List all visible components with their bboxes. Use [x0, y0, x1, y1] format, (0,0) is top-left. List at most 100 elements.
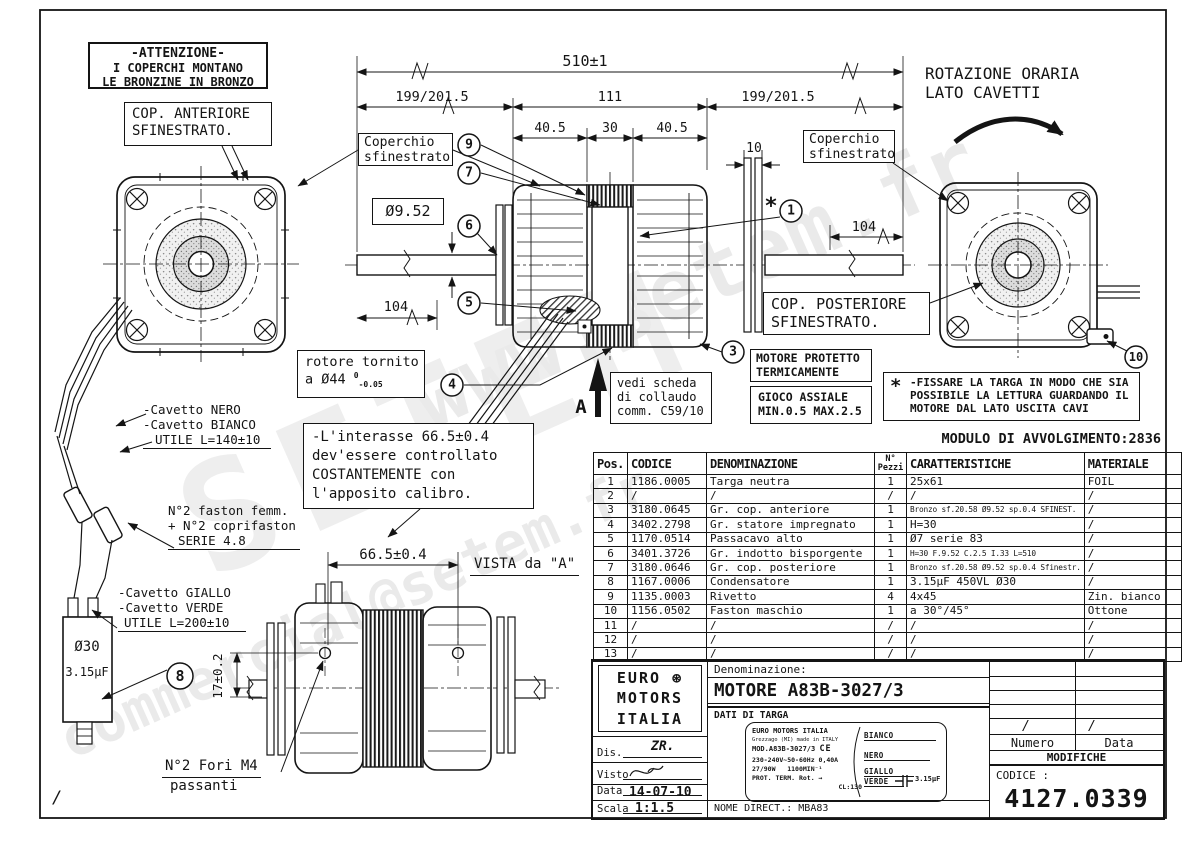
- cop-posteriore-box: COP. POSTERIORE SFINESTRATO.: [763, 292, 930, 335]
- modifiche-slash-1: /: [1022, 719, 1030, 734]
- protetto-line1: MOTORE PROTETTO: [756, 351, 860, 365]
- bottom-view-motor: [240, 581, 560, 774]
- scala-underline: [623, 813, 702, 814]
- dim-104-left: 104: [384, 299, 408, 315]
- fissare-targa-box: * -FISSARE LA TARGA IN MODO CHE SIA POSS…: [883, 372, 1140, 421]
- vedi-line1: vedi scheda: [617, 376, 697, 390]
- cop-anteriore-box: COP. ANTERIORE SFINESTRATO.: [124, 102, 272, 146]
- wire-nero-label: NERO: [864, 751, 930, 761]
- coperchio-left-line1: Coperchio: [364, 135, 435, 150]
- fori-line2: passanti: [170, 777, 238, 794]
- targa-asterisk: *: [764, 194, 777, 219]
- modifiche-slash-2: /: [1088, 719, 1096, 734]
- logo-line2: MOTORS: [616, 689, 684, 708]
- gioco-assiale-box: GIOCO ASSIALE MIN.0.5 MAX.2.5: [750, 386, 872, 424]
- denominazione-cell: Denominazione: MOTORE A83B-3027/3: [708, 661, 990, 708]
- attenzione-title: -ATTENZIONE-: [131, 46, 225, 61]
- dimensions: 510±1 199/201.5 111 199/201.5 40.5 30 40…: [210, 52, 904, 699]
- gioco-line2: MIN.0.5 MAX.2.5: [758, 403, 862, 418]
- cop-anteriore-line2: SFINESTRATO.: [132, 122, 234, 139]
- col-codice: CODICE: [627, 452, 707, 475]
- interasse-note-box: -L'interasse 66.5±0.4 dev'essere control…: [303, 423, 534, 509]
- cavetto-nero-label: -Cavetto NERO -Cavetto BIANCO UTILE L=14…: [143, 402, 271, 449]
- cavetto-giallo-line1: -Cavetto GIALLO: [118, 585, 231, 600]
- balloon-1: 1: [787, 204, 795, 219]
- signatures: [629, 765, 664, 777]
- nameplate-divider-and-capacitor-symbol-icon: [853, 726, 913, 798]
- rotore-tol-top: 0: [353, 370, 359, 380]
- rotazione-line1: ROTAZIONE ORARIA: [925, 64, 1080, 83]
- denominazione-value: MOTORE A83B-3027/3: [708, 678, 989, 704]
- rotore-tol-bot: -0.05: [358, 380, 383, 390]
- cavetto-nero-line2: -Cavetto BIANCO: [143, 417, 256, 432]
- rear-faston-terminal: [1086, 328, 1114, 345]
- faston-connectors: [56, 435, 123, 544]
- attenzione-note-box: -ATTENZIONE- I COPERCHI MONTANO LE BRONZ…: [88, 42, 268, 89]
- col-pezzi-line2: Pezzi: [877, 462, 904, 473]
- nameplate-address: Grezzago (MI) made in ITALY: [752, 736, 839, 743]
- balloon-9: 9: [465, 138, 473, 153]
- modifiche-hline3: [990, 704, 1163, 705]
- dim-405-right: 40.5: [656, 121, 687, 136]
- nameplate-prot: PROT. TERM.: [752, 774, 796, 783]
- cavetto-giallo-label: -Cavetto GIALLO -Cavetto VERDE UTILE L=2…: [118, 585, 246, 632]
- rotore-dia: a Ø44: [305, 371, 346, 388]
- data-column-label: Data: [1104, 736, 1134, 750]
- balloon-4: 4: [448, 378, 456, 393]
- rotore-line2: a Ø44 0-0.05: [305, 371, 424, 390]
- data-cell: Data 14-07-10: [593, 785, 708, 801]
- cop-posteriore-line2: SFINESTRATO.: [771, 312, 880, 331]
- vedi-scheda-box: vedi scheda di collaudo comm. C59/10: [610, 372, 712, 424]
- dim-199-left: 199/201.5: [395, 89, 468, 105]
- capacitor: [62, 597, 113, 745]
- dim-17: 17±0.2: [210, 653, 225, 698]
- modifiche-vline: [1075, 661, 1076, 750]
- dati-di-targa-label: DATI DI TARGA: [714, 710, 789, 721]
- nameplate-left: EURO MOTORS ITALIA Grezzago (MI) made in…: [752, 727, 862, 792]
- gioco-line1: GIOCO ASSIALE: [758, 390, 849, 404]
- rotore-line1: rotore tornito: [305, 354, 419, 370]
- nameplate-cl: CL:130: [838, 783, 862, 792]
- wires-and-capacitor: Ø30 3.15µF: [54, 297, 133, 745]
- numero-column-label: Numero: [1010, 736, 1055, 750]
- section-view-motor: [345, 157, 915, 438]
- visto-cell: Visto: [593, 763, 708, 785]
- fori-m4-label: N°2 Fori M4 passanti: [162, 758, 261, 795]
- modifiche-hline1: [990, 676, 1163, 677]
- rear-view-motor: [928, 172, 1140, 358]
- fori-line1: N°2 Fori M4: [162, 758, 261, 778]
- balloon-5: 5: [465, 296, 473, 311]
- logo-line1: EURO ⊛: [616, 669, 684, 687]
- nome-direct-cell: NOME DIRECT.: MBA83: [708, 800, 990, 818]
- dim-510: 510±1: [562, 52, 607, 70]
- ce-mark-icon: CE: [819, 744, 832, 755]
- table-row: 13/////: [593, 646, 1182, 663]
- vedi-line3: comm. C59/10: [617, 404, 704, 419]
- codice-value: 4127.0339: [1004, 784, 1149, 813]
- nameplate-electric: 230-240V~50-60Hz 0,40A: [752, 756, 839, 765]
- nameplate: EURO MOTORS ITALIA Grezzago (MI) made in…: [745, 722, 947, 802]
- fissare-line1: -FISSARE LA TARGA IN MODO CHE SIA: [910, 376, 1129, 389]
- col-materiale: MATERIALE: [1083, 452, 1182, 475]
- dis-underline: [623, 757, 702, 758]
- nome-direct-label: NOME DIRECT.: MBA83: [714, 803, 829, 814]
- balloon-6: 6: [465, 219, 473, 234]
- rotore-tornito-box: rotore tornito a Ø44 0-0.05: [297, 350, 425, 398]
- coperchio-left-box: Coperchio sfinestrato: [358, 133, 453, 166]
- view-a-arrow: A: [575, 358, 607, 418]
- balloons: 9 7 6 5 4 3 1 * 8 10: [166, 133, 1148, 690]
- interasse-line2: dev'essere controllato: [312, 447, 498, 464]
- modifiche-cell: / / Numero Data MODIFICHE: [990, 661, 1163, 764]
- dis-signature: ZR.: [651, 739, 675, 754]
- faston-line2: + N°2 coprifaston: [168, 518, 296, 533]
- nameplate-company: EURO MOTORS ITALIA: [752, 727, 828, 735]
- nameplate-cap-value: 3.15µF: [915, 775, 941, 783]
- capacitor-value-label: 3.15µF: [65, 665, 108, 679]
- fan-icon: ⊛: [672, 669, 684, 687]
- cop-posteriore-line1: COP. POSTERIORE: [771, 295, 907, 313]
- parts-table: Pos. CODICE DENOMINAZIONE N°Pezzi CARATT…: [593, 452, 1182, 663]
- modulo-avvolgimento-label: MODULO DI AVVOLGIMENTO:2836: [941, 431, 1161, 447]
